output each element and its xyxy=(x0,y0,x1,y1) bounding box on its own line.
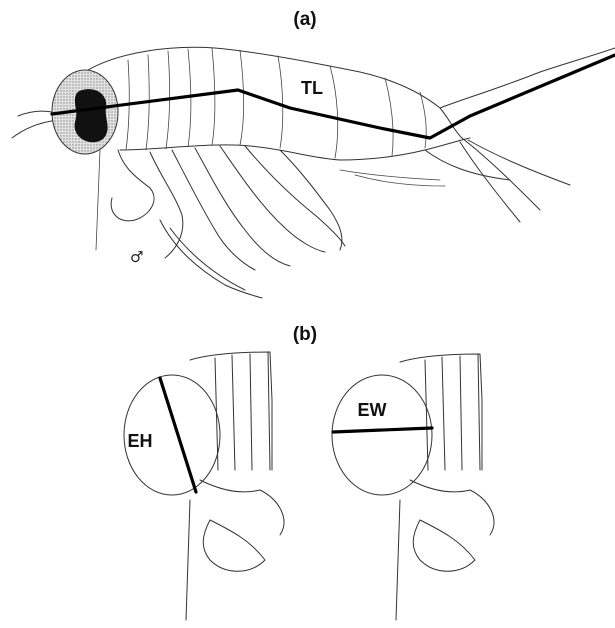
male-symbol: ♂ xyxy=(130,248,143,266)
amphipod-lateral-illustration: TL ♂ xyxy=(12,47,615,298)
panel-b-label: (b) xyxy=(293,324,317,345)
eye-width-measure-line xyxy=(333,428,432,432)
head-left-segments xyxy=(190,352,272,470)
head-left-appendages xyxy=(186,480,284,620)
eye-pigment xyxy=(75,89,108,142)
eye-height-measure-line xyxy=(160,378,196,492)
head-right-eye xyxy=(332,375,432,495)
head-eye-height-illustration: EH xyxy=(124,352,284,620)
total-length-measure-line xyxy=(52,55,615,138)
legs xyxy=(96,146,445,298)
body-ventral-outline xyxy=(120,138,470,160)
total-length-label: TL xyxy=(301,78,323,98)
head-right-appendages xyxy=(396,480,494,620)
head-right-segments xyxy=(400,354,482,470)
panel-a-label: (a) xyxy=(293,9,316,30)
eye-width-label: EW xyxy=(358,400,387,420)
eye-height-label: EH xyxy=(127,431,152,451)
uropods xyxy=(460,138,570,222)
head-eye-width-illustration: EW xyxy=(332,354,494,620)
